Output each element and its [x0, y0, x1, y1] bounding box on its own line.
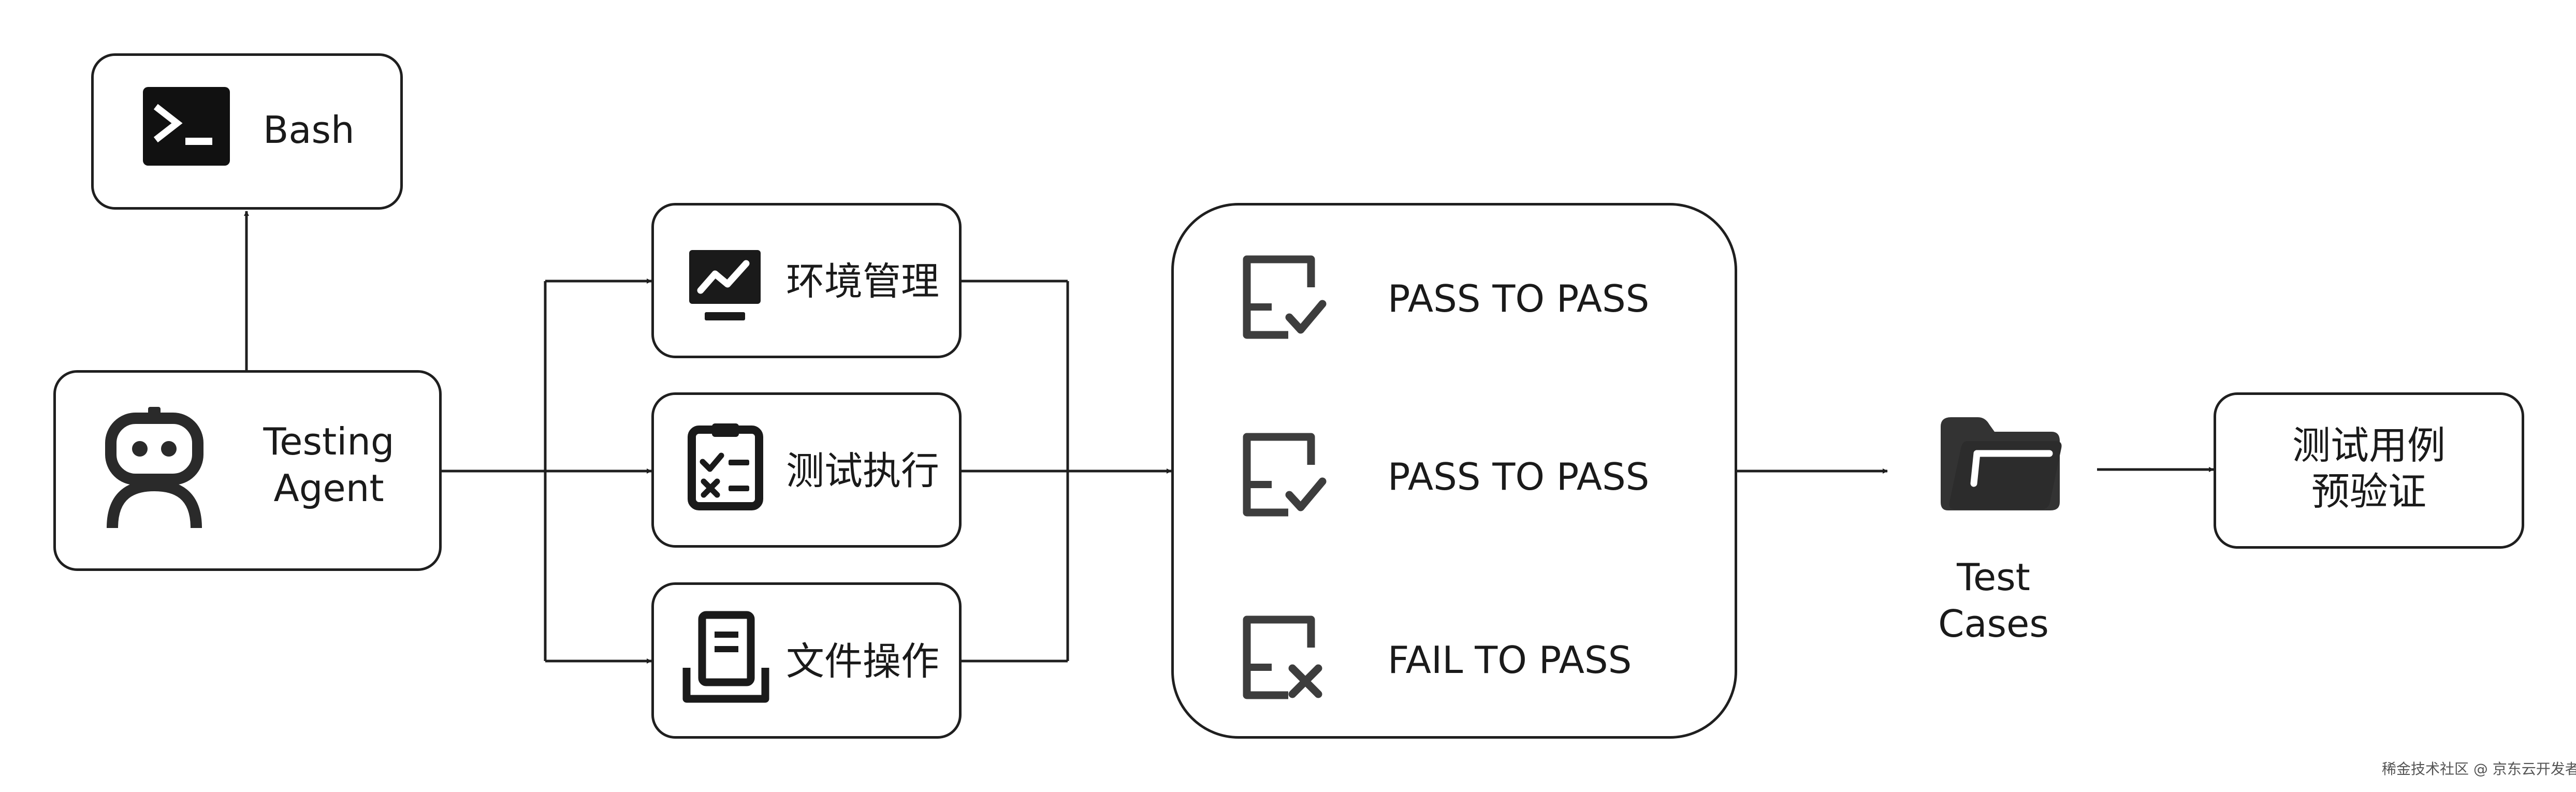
folder-icon	[1941, 417, 2062, 510]
test-cases-label-line2: Cases	[1938, 602, 2049, 646]
result-label-2: PASS TO PASS	[1388, 455, 1650, 498]
check-form-icon	[1243, 255, 1327, 339]
test-cases-label-line1: Test	[1957, 555, 2030, 599]
file-operation-label: 文件操作	[786, 639, 939, 684]
test-case-preverify-line2: 预验证	[2311, 469, 2426, 514]
cross-form-icon	[1243, 615, 1322, 699]
robot-icon	[105, 407, 203, 529]
result-label-1: PASS TO PASS	[1388, 277, 1650, 320]
clipboard-checklist-icon	[688, 423, 763, 510]
bash-label: Bash	[263, 108, 355, 152]
testing-agent-label-line2: Agent	[273, 466, 384, 510]
test-execution-label: 测试执行	[786, 449, 939, 493]
watermark: 稀金技术社区 @ 京东云开发者	[2382, 760, 2576, 778]
monitor-chart-icon	[689, 250, 761, 320]
test-case-preverify-label: 测试用例 预验证	[2214, 423, 2524, 515]
test-cases-label: Test Cases	[1916, 554, 2071, 647]
test-case-preverify-node	[2214, 392, 2524, 549]
test-execution-node	[651, 392, 962, 548]
terminal-icon	[143, 87, 230, 166]
test-case-preverify-line1: 测试用例	[2292, 423, 2446, 468]
env-management-node	[651, 203, 962, 358]
check-form-icon	[1243, 433, 1327, 517]
bash-node	[91, 53, 403, 210]
result-label-3: FAIL TO PASS	[1388, 638, 1632, 682]
test-results-node	[1171, 203, 1737, 739]
testing-agent-label: Testing Agent	[246, 418, 412, 511]
testing-agent-label-line1: Testing	[263, 420, 395, 463]
document-tray-icon	[682, 611, 769, 703]
env-management-label: 环境管理	[786, 259, 939, 304]
